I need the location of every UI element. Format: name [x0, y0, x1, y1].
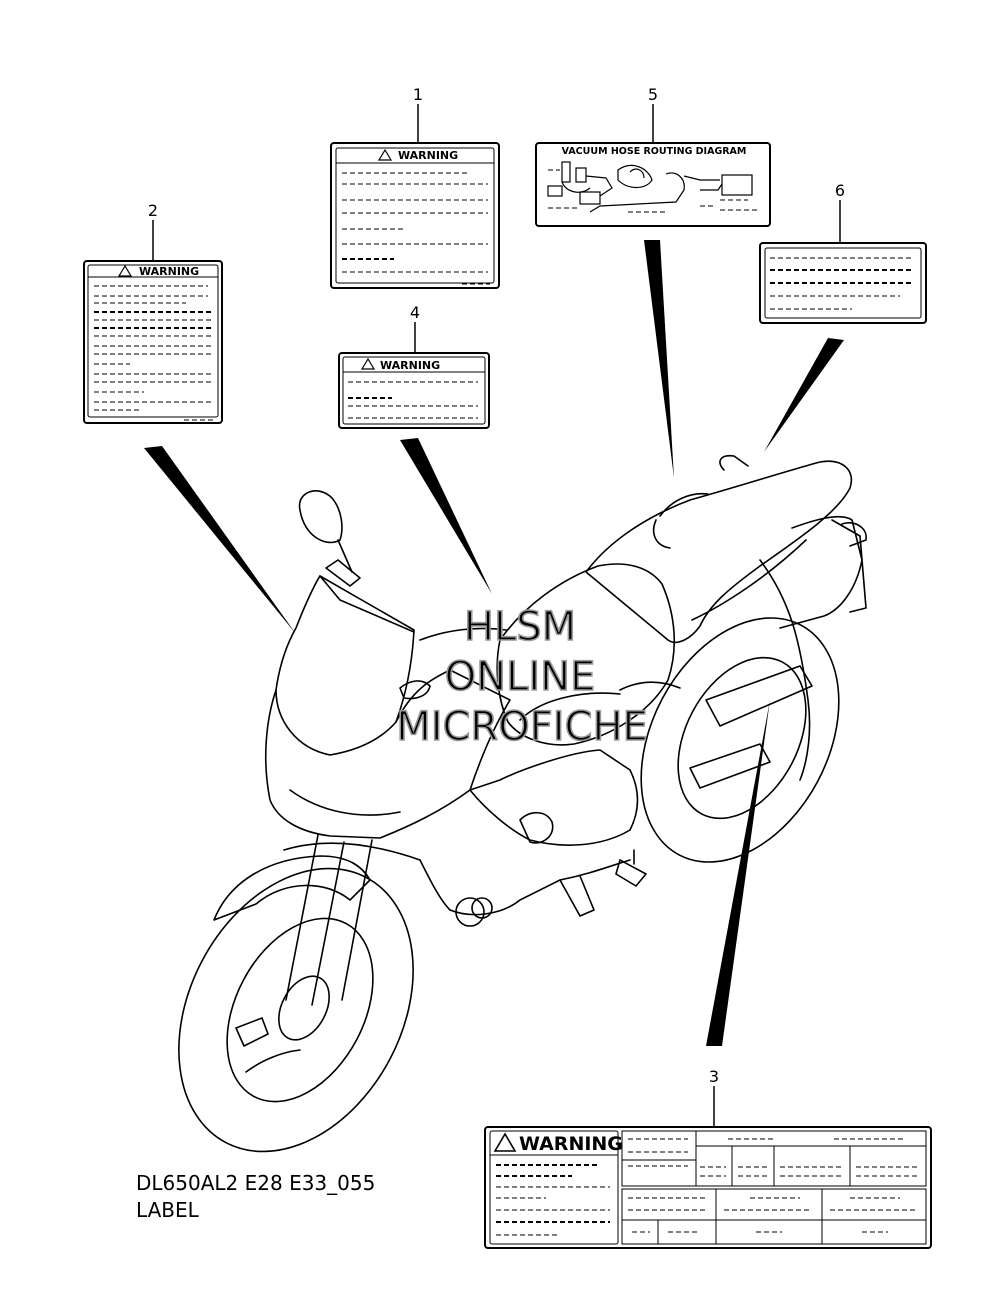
leader-line-5	[644, 240, 674, 478]
callout-number-2: 2	[148, 201, 158, 220]
vacuum-hose-schematic	[547, 161, 760, 213]
diagram-code: DL650AL2 E28 E33_055	[136, 1171, 375, 1195]
watermark-line-1: HLSM	[464, 604, 576, 650]
callout-number-3: 3	[709, 1067, 719, 1086]
label-5-title: VACUUM HOSE ROUTING DIAGRAM	[562, 146, 747, 157]
label-1[interactable]: 1 WARNING	[330, 85, 500, 289]
label-2[interactable]: 2 WARNING	[83, 201, 223, 424]
leader-line-6	[764, 338, 844, 452]
callout-number-1: 1	[413, 85, 423, 104]
label-3-warning-title: WARNING	[519, 1133, 623, 1155]
leader-line-2	[144, 446, 296, 634]
callout-number-6: 6	[835, 181, 845, 200]
leader-line-4	[400, 438, 492, 594]
leader-lines	[144, 240, 844, 1046]
diagram-title: LABEL	[136, 1198, 200, 1222]
warning-triangle-icon	[493, 1132, 517, 1152]
label-5[interactable]: 5 VACUUM HOSE ROUTING DIAGRAM	[535, 85, 771, 227]
label-4[interactable]: 4 WARNING	[338, 303, 490, 429]
watermark-line-3: MICROFICHE	[396, 704, 648, 750]
motorcycle-drawing	[178, 454, 867, 1153]
warning-triangle-icon	[117, 264, 133, 277]
diagram-caption: DL650AL2 E28 E33_055 LABEL	[136, 1171, 375, 1222]
watermark-line-2: ONLINE	[445, 654, 596, 700]
leader-line-3	[706, 700, 770, 1046]
label-4-warning-title: WARNING	[380, 359, 440, 372]
label-6[interactable]: 6	[759, 181, 927, 324]
callout-number-5: 5	[648, 85, 658, 104]
warning-triangle-icon	[360, 357, 376, 370]
label-2-warning-title: WARNING	[139, 265, 199, 278]
callout-number-4: 4	[410, 303, 420, 322]
watermark: HLSM ONLINE MICROFICHE	[395, 603, 648, 751]
label-3[interactable]: 3 WARNING	[484, 1067, 932, 1249]
warning-triangle-icon	[377, 148, 393, 161]
label-1-warning-title: WARNING	[398, 149, 458, 162]
